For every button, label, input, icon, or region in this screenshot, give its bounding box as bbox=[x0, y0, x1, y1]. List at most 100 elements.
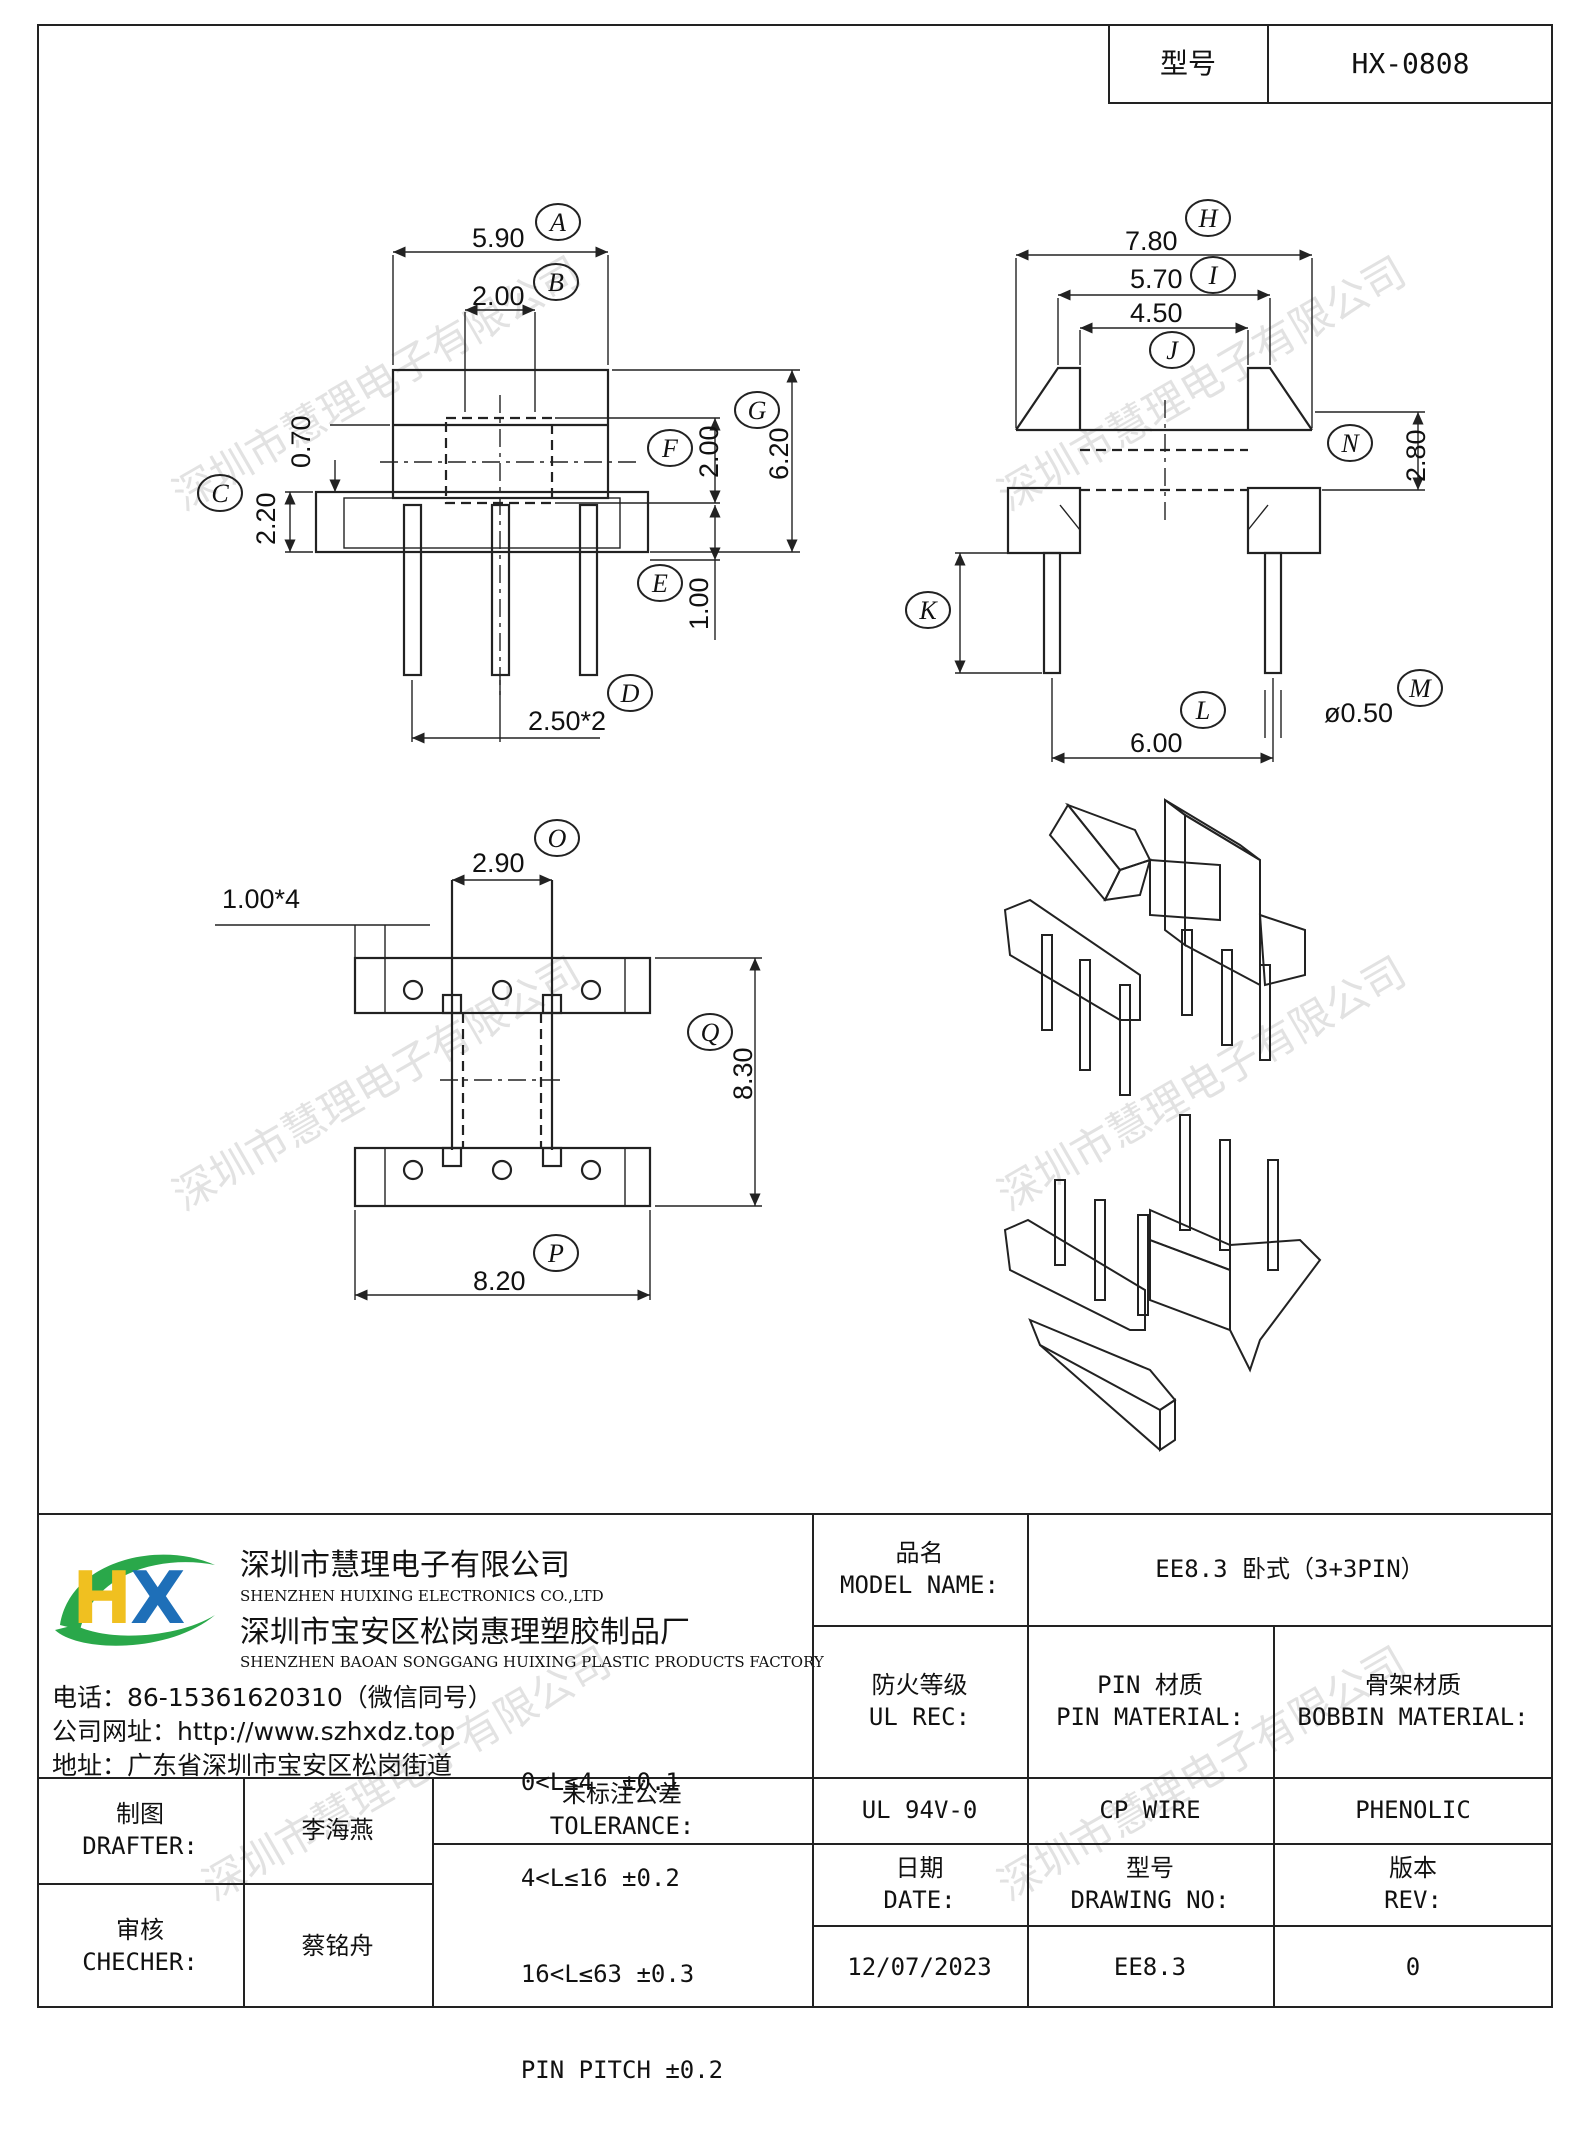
dimension-marker-a bbox=[535, 203, 581, 241]
dimension-marker-i bbox=[1190, 256, 1236, 294]
dimension-marker-f bbox=[647, 429, 693, 467]
isometric-view-top bbox=[1003, 798, 1306, 1096]
dimension-e: 1.00 bbox=[684, 577, 714, 630]
dimension-top-small: 0.70 bbox=[286, 415, 316, 468]
dimension-letter-g: G bbox=[748, 396, 767, 425]
tolerance-line: 16<L≤63 ±0.3 bbox=[520, 1959, 695, 1988]
dimension-marker-e bbox=[637, 564, 683, 602]
dimension-letter-p: P bbox=[547, 1239, 564, 1268]
dimension-p: 8.20 bbox=[473, 1266, 526, 1296]
dimension-labels: 5.902.000.702.206.202.001.002.50*27.805.… bbox=[197, 199, 1443, 1296]
dimension-marker-j bbox=[1149, 331, 1195, 369]
company-name-en: SHENZHEN HUIXING ELECTRONICS CO.,LTD bbox=[240, 1587, 604, 1605]
dimension-letter-q: Q bbox=[701, 1018, 720, 1047]
tb-divider bbox=[812, 1925, 1553, 1927]
dimension-o: 2.90 bbox=[472, 848, 525, 878]
tolerance-values: 0<L≤4 ±0.1 4<L≤16 ±0.2 16<L≤63 ±0.3 PIN … bbox=[432, 1768, 812, 2084]
dimension-letter-k: K bbox=[918, 596, 938, 625]
dimension-marker-h bbox=[1185, 199, 1231, 237]
dimension-marker-b bbox=[533, 263, 579, 301]
bobbin-material-value: PHENOLIC bbox=[1355, 1796, 1471, 1824]
dimension-letter-l: L bbox=[1195, 696, 1210, 725]
checker-label: 审核 CHECHER: bbox=[82, 1915, 198, 1976]
dimension-letter-h: H bbox=[1198, 204, 1219, 233]
date-value: 12/07/2023 bbox=[847, 1952, 992, 1981]
model-name-label: 品名 MODEL NAME: bbox=[840, 1539, 999, 1599]
dimension-letter-m: M bbox=[1408, 674, 1432, 703]
dimension-letter-c: C bbox=[211, 479, 229, 508]
company-name-cn: 深圳市慧理电子有限公司 bbox=[240, 1548, 570, 1583]
dimension-letter-b: B bbox=[548, 268, 564, 297]
dimension-letter-f: F bbox=[661, 434, 679, 463]
dimension-c: 2.20 bbox=[251, 492, 281, 545]
bobbin-material-label: 骨架材质 BOBBIN MATERIAL: bbox=[1297, 1671, 1529, 1731]
dimension-q: 8.30 bbox=[728, 1047, 758, 1100]
dimension-marker-g bbox=[734, 391, 780, 429]
dimension-pin-width: 1.00*4 bbox=[222, 884, 300, 914]
tb-divider bbox=[37, 1777, 1553, 1779]
company-address: 地址：广东省深圳市宝安区松岗街道 bbox=[52, 1751, 453, 1780]
dimension-letter-d: D bbox=[620, 679, 640, 708]
dimension-letter-e: E bbox=[651, 569, 668, 598]
tb-divider bbox=[432, 1843, 812, 1845]
dimension-marker-q bbox=[687, 1013, 733, 1051]
svg-text:H: H bbox=[72, 1556, 132, 1640]
factory-name-en: SHENZHEN BAOAN SONGGANG HUIXING PLASTIC … bbox=[240, 1653, 824, 1671]
dimension-marker-d bbox=[607, 674, 653, 712]
drafter-label: 制图 DRAFTER: bbox=[82, 1800, 198, 1860]
tolerance-line: 0<L≤4 ±0.1 bbox=[520, 1767, 680, 1796]
model-name-value: EE8.3 卧式（3+3PIN） bbox=[1155, 1555, 1425, 1583]
tolerance-line: 4<L≤16 ±0.2 bbox=[520, 1863, 680, 1892]
dimension-d: 2.50*2 bbox=[528, 706, 606, 736]
drawing-no-label: 型号 DRAWING NO: bbox=[1070, 1854, 1230, 1914]
dimension-b: 2.00 bbox=[472, 281, 525, 311]
header-model-box bbox=[1108, 24, 1553, 104]
header-model-value: HX-0808 bbox=[1351, 47, 1470, 80]
dimension-marker-k bbox=[905, 591, 951, 629]
dimension-marker-c bbox=[197, 474, 243, 512]
pin-material-label: PIN 材质 PIN MATERIAL: bbox=[1056, 1671, 1244, 1731]
dimension-f: 2.00 bbox=[694, 425, 724, 478]
dimension-g: 6.20 bbox=[764, 427, 794, 480]
company-website[interactable]: 公司网址：http://www.szhxdz.top bbox=[52, 1717, 456, 1746]
isometric-view-bottom bbox=[1003, 1114, 1322, 1452]
dimension-letter-o: O bbox=[548, 824, 567, 853]
checker-value: 蔡铭舟 bbox=[301, 1931, 374, 1960]
dimension-j: 4.50 bbox=[1130, 298, 1183, 328]
dimension-marker-o bbox=[534, 819, 580, 857]
dimension-m: ø0.50 bbox=[1324, 698, 1393, 728]
titleblock-top-line bbox=[37, 1513, 1553, 1515]
tb-divider bbox=[1027, 1513, 1029, 2008]
ul-rec-value: UL 94V-0 bbox=[861, 1796, 978, 1824]
company-logo-icon: H X bbox=[55, 1554, 215, 1646]
dimension-letter-a: A bbox=[548, 208, 566, 237]
tb-divider bbox=[1273, 1625, 1275, 2008]
drafter-value: 李海燕 bbox=[301, 1816, 374, 1844]
svg-text:X: X bbox=[130, 1556, 186, 1640]
header-divider bbox=[1267, 24, 1269, 104]
date-label: 日期 DATE: bbox=[883, 1854, 956, 1914]
tolerance-line: PIN PITCH ±0.2 bbox=[520, 2055, 724, 2084]
front-view bbox=[284, 246, 800, 744]
dimension-marker-n bbox=[1327, 424, 1373, 462]
rev-label: 版本 REV: bbox=[1384, 1854, 1442, 1914]
dimension-letter-n: N bbox=[1340, 429, 1360, 458]
dimension-i: 5.70 bbox=[1130, 264, 1183, 294]
drawing-frame bbox=[37, 24, 1553, 2008]
technical-drawing bbox=[215, 246, 1425, 1452]
bottom-view bbox=[215, 874, 762, 1301]
dimension-a: 5.90 bbox=[472, 223, 525, 253]
dimension-n: 2.80 bbox=[1401, 429, 1431, 482]
factory-name-cn: 深圳市宝安区松岗惠理塑胶制品厂 bbox=[240, 1615, 690, 1650]
tb-divider bbox=[812, 1513, 814, 2008]
pin-material-value: CP WIRE bbox=[1099, 1796, 1201, 1824]
dimension-letter-j: J bbox=[1166, 336, 1179, 365]
dimension-l: 6.00 bbox=[1130, 728, 1183, 758]
rev-value: 0 bbox=[1405, 1952, 1421, 1981]
tb-divider bbox=[432, 1777, 434, 2008]
dimension-letter-i: I bbox=[1208, 261, 1219, 290]
tb-divider bbox=[37, 1883, 432, 1885]
dimension-marker-m bbox=[1397, 669, 1443, 707]
company-phone: 电话：86-15361620310（微信同号） bbox=[52, 1683, 493, 1712]
dimension-marker-p bbox=[533, 1234, 579, 1272]
